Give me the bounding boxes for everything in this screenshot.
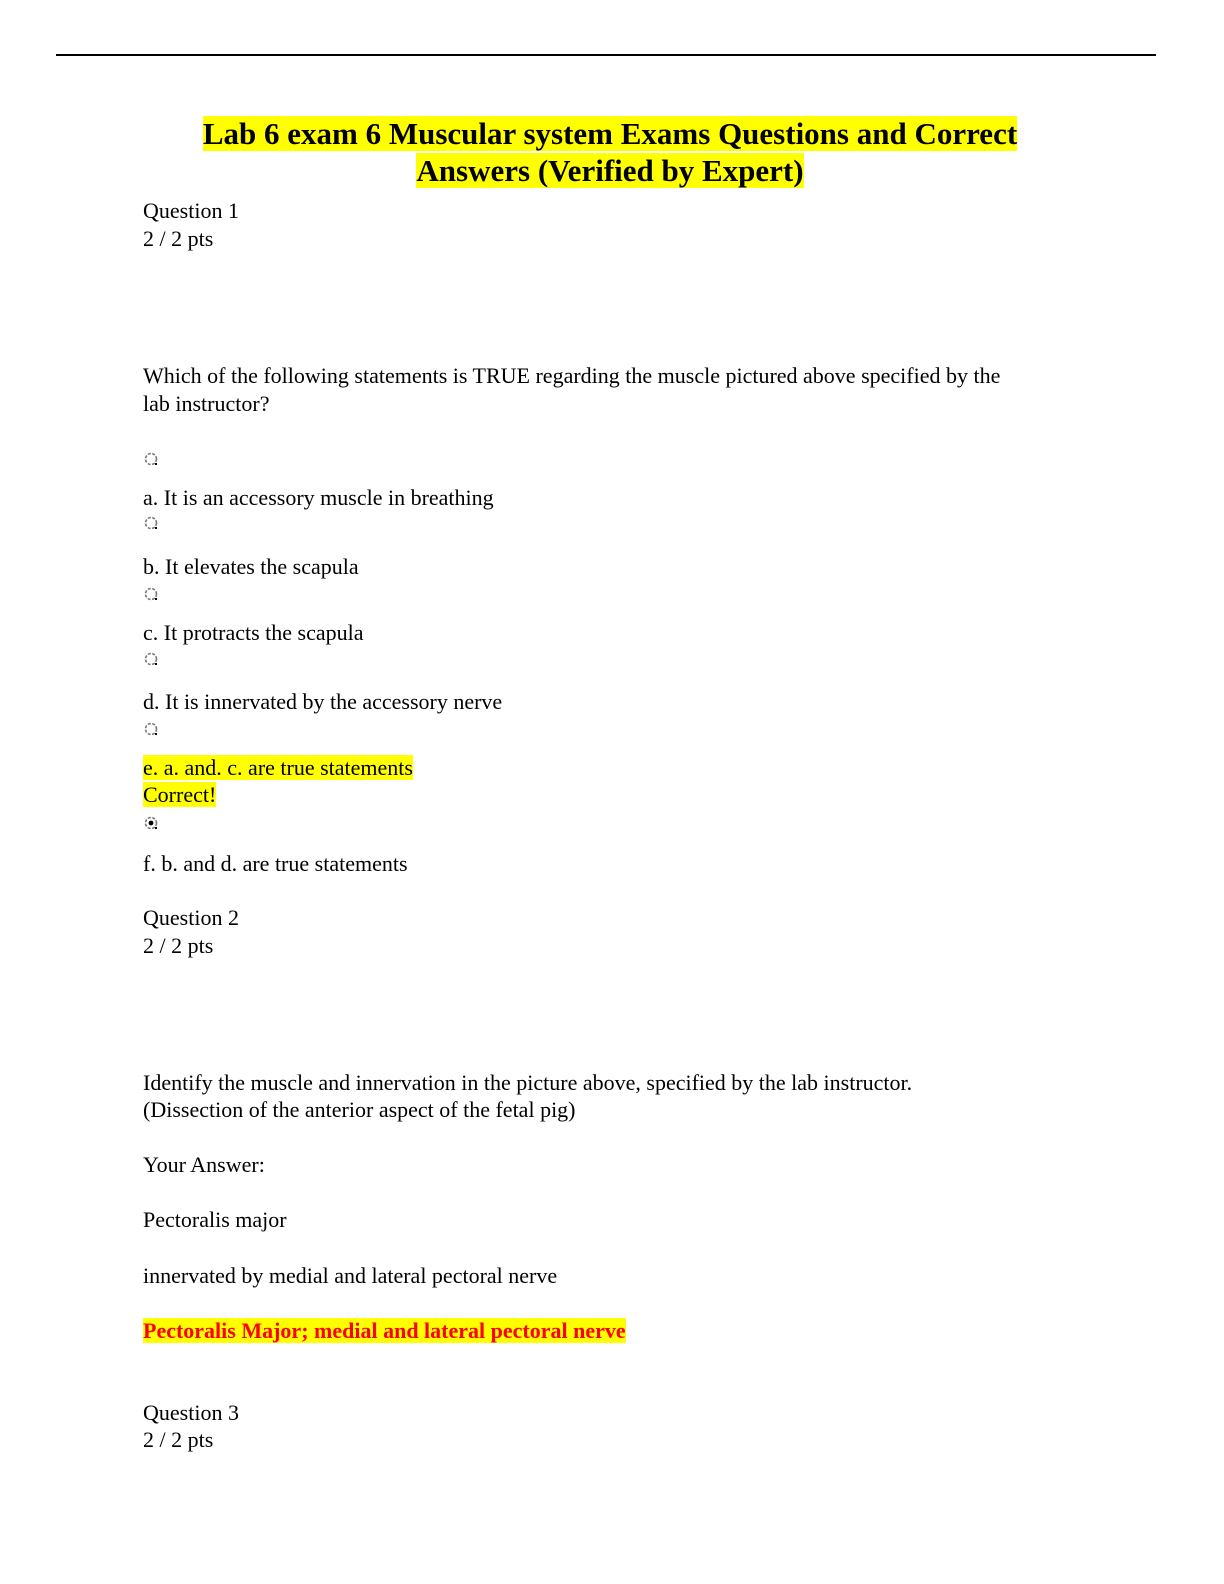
document-title: Lab 6 exam 6 Muscular system Exams Quest… bbox=[150, 115, 1070, 189]
correct-flag-text: Correct! bbox=[143, 782, 217, 807]
answer-line-1: Pectoralis major bbox=[143, 1207, 287, 1232]
question-2-prompt-line-1: Identify the muscle and innervation in t… bbox=[143, 1070, 913, 1095]
correct-flag: Correct! bbox=[143, 781, 217, 808]
radio-unselected-icon[interactable] bbox=[144, 722, 158, 736]
question-2-prompt-line-2: (Dissection of the anterior aspect of th… bbox=[143, 1097, 576, 1122]
question-2-points: 2 / 2 pts bbox=[143, 933, 214, 958]
title-line-2: Answers (Verified by Expert) bbox=[416, 153, 804, 188]
radio-unselected-icon[interactable] bbox=[144, 652, 158, 666]
title-line-1: Lab 6 exam 6 Muscular system Exams Quest… bbox=[202, 116, 1018, 151]
radio-selected-icon[interactable] bbox=[144, 816, 158, 830]
radio-unselected-icon[interactable] bbox=[144, 587, 158, 601]
question-1-prompt-line-2: lab instructor? bbox=[143, 391, 270, 416]
question-1-points: 2 / 2 pts bbox=[143, 226, 214, 251]
option-f: f. b. and d. are true statements bbox=[143, 851, 408, 876]
option-e: e. a. and. c. are true statements bbox=[143, 754, 413, 781]
question-3-points: 2 / 2 pts bbox=[143, 1427, 214, 1452]
answer-key: Pectoralis Major; medial and lateral pec… bbox=[143, 1317, 626, 1344]
question-1-label: Question 1 bbox=[143, 198, 239, 223]
option-a: a. It is an accessory muscle in breathin… bbox=[143, 485, 494, 510]
header-rule bbox=[56, 54, 1156, 56]
answer-key-text: Pectoralis Major; medial and lateral pec… bbox=[143, 1318, 626, 1343]
answer-line-2: innervated by medial and lateral pectora… bbox=[143, 1263, 558, 1288]
question-3-label: Question 3 bbox=[143, 1400, 239, 1425]
question-2-label: Question 2 bbox=[143, 905, 239, 930]
radio-unselected-icon[interactable] bbox=[144, 516, 158, 530]
option-e-text: e. a. and. c. are true statements bbox=[143, 755, 413, 780]
your-answer-label: Your Answer: bbox=[143, 1152, 265, 1177]
option-c: c. It protracts the scapula bbox=[143, 620, 364, 645]
question-1-prompt-line-1: Which of the following statements is TRU… bbox=[143, 363, 1001, 388]
option-d: d. It is innervated by the accessory ner… bbox=[143, 689, 503, 714]
radio-unselected-icon[interactable] bbox=[144, 452, 158, 466]
option-b: b. It elevates the scapula bbox=[143, 554, 359, 579]
